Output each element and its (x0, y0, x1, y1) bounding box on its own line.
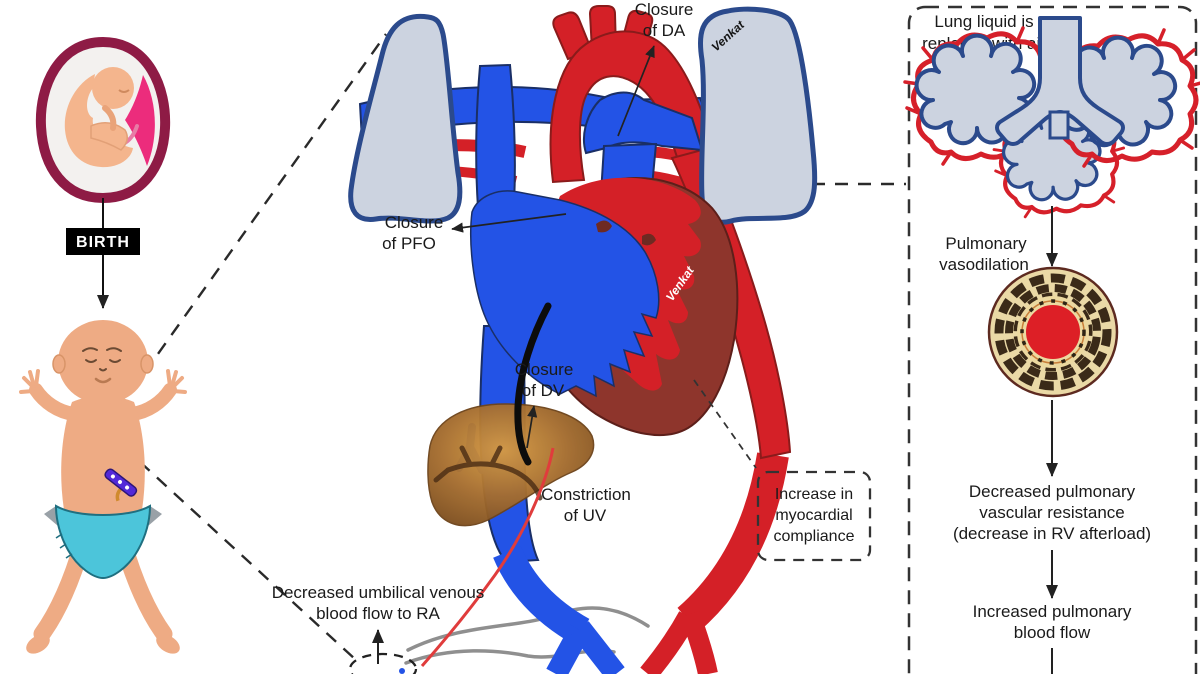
diaper-left-tab (44, 506, 58, 526)
baby-face (82, 347, 122, 372)
arrow-closure-dv (526, 405, 538, 449)
label-closure-pfo-2: of PFO (382, 234, 436, 253)
diaper-right-tab (148, 506, 162, 526)
baby-torso (61, 396, 145, 515)
baby-right-ear (140, 354, 154, 374)
left-lung (348, 13, 463, 224)
fetus (64, 67, 134, 168)
label-closure-dv-2: of DV (522, 381, 565, 400)
central-labels: Closure of DA Closure of PFO Closure of … (272, 0, 872, 664)
arrow-closure-pfo (451, 213, 567, 233)
newborn-baby-illustration (19, 320, 187, 654)
heart: Venkat (470, 176, 739, 437)
placenta (125, 75, 155, 166)
callout-dashed-lines (117, 33, 906, 661)
liver (427, 403, 595, 527)
arrow-closure-da (617, 45, 655, 137)
baby-mouth (94, 377, 112, 384)
callout-line-lower (139, 461, 357, 661)
right-panel-border (907, 5, 1198, 674)
heart-lungs-illustration: Venkat Venkat (348, 5, 818, 674)
label-decreased-umbilical-1: Decreased umbilical venous (272, 583, 485, 602)
superior-vena-cava (475, 63, 516, 210)
label-constriction-uv-2: of UV (564, 506, 607, 525)
baby-left-foot (26, 634, 50, 654)
baby-right-arm (125, 383, 177, 421)
baby-left-ear (52, 354, 66, 374)
label-pvr-1: Decreased pulmonary (969, 482, 1136, 501)
label-increased-flow-1: Increased pulmonary (973, 602, 1132, 621)
umbilical-clamp (104, 468, 138, 502)
right-panel: Lung liquid is replaced with air Pulmona… (905, 5, 1200, 674)
label-increased-flow-2: blood flow (1014, 623, 1091, 642)
baby-head (58, 320, 148, 404)
label-decreased-umbilical-2: blood flow to RA (316, 604, 440, 623)
label-vasodilation-1: Pulmonary (945, 234, 1027, 253)
ductus-venosus-closed (514, 302, 552, 466)
vessel-cross-section (987, 266, 1119, 398)
diaper (54, 504, 152, 580)
label-closure-da-2: of DA (643, 21, 686, 40)
label-compliance-1: Increase in (775, 486, 853, 503)
descending-aorta-lower (640, 452, 789, 674)
alveoli-illustration (905, 16, 1200, 217)
fetus-in-womb-illustration (35, 36, 171, 228)
birth-label-box: BIRTH (66, 228, 140, 255)
umbilical-vein-line (420, 447, 555, 667)
label-pvr-3: (decrease in RV afterload) (953, 524, 1151, 543)
myocardial-compliance-box: Increase in myocardial compliance (756, 470, 872, 562)
label-lung-liquid-1: Lung liquid is (934, 12, 1033, 31)
label-constriction-uv-1: Constriction (541, 485, 631, 504)
bronchus-stem (1048, 110, 1070, 140)
baby-right-foot (156, 634, 180, 654)
label-closure-dv-1: Closure (515, 360, 574, 379)
baby-left-arm (29, 383, 81, 421)
label-vasodilation-2: vasodilation (939, 255, 1029, 274)
umbilicus-ellipse (348, 652, 418, 674)
label-closure-da-1: Closure (635, 0, 694, 19)
label-compliance-3: compliance (774, 528, 855, 545)
right-lung: Venkat (697, 6, 818, 225)
label-pvr-2: vascular resistance (979, 503, 1125, 522)
right-heart-blue (470, 190, 660, 398)
label-closure-pfo-1: Closure (385, 213, 444, 232)
vessel-lumen (1026, 305, 1080, 359)
label-compliance-2: myocardial (775, 507, 852, 524)
birth-label: BIRTH (76, 234, 130, 251)
callout-line-upper (117, 33, 387, 411)
compliance-connector-line (693, 379, 757, 469)
